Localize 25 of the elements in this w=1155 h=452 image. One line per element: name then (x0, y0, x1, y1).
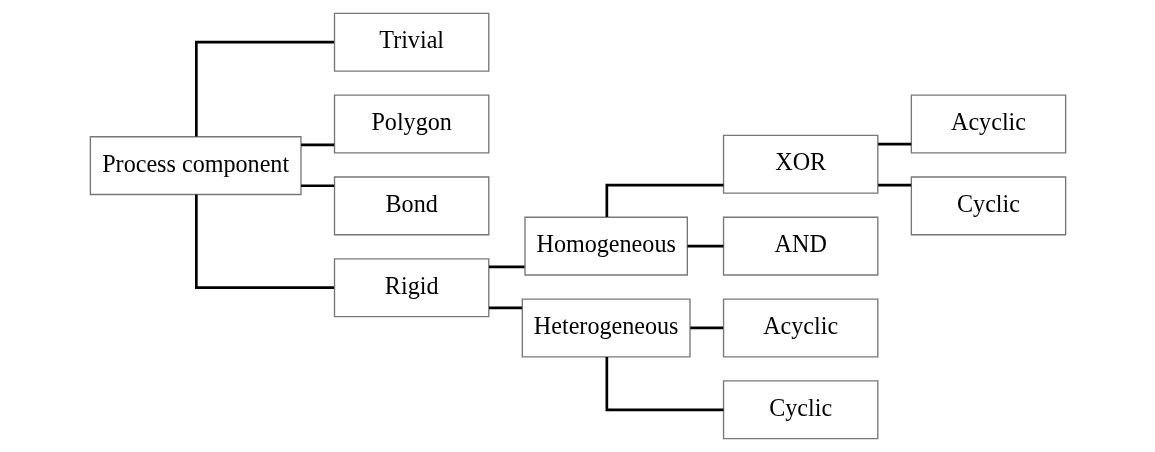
node-box: XOR (722, 134, 878, 194)
connector (605, 357, 723, 412)
node-box: Homogeneous (523, 216, 688, 276)
connector (488, 265, 525, 269)
node-box: Trivial (333, 12, 489, 72)
node-box: Cyclic (910, 176, 1066, 236)
connector (877, 142, 911, 146)
connector (877, 183, 911, 187)
connector (194, 40, 334, 137)
node-box: Heterogeneous (521, 298, 691, 358)
node-box: Cyclic (722, 380, 878, 440)
node-box: Polygon (333, 94, 489, 154)
node-box: Acyclic (910, 94, 1066, 154)
connector (689, 326, 723, 330)
node-box: Process component (89, 136, 302, 196)
connector (605, 183, 723, 218)
node-box: Bond (333, 176, 489, 236)
connector (300, 143, 334, 147)
connector (488, 306, 522, 310)
connector (194, 194, 334, 290)
node-box: AND (722, 216, 878, 276)
connector (687, 244, 723, 248)
node-box: Acyclic (722, 298, 878, 358)
connector (300, 184, 334, 188)
node-box: Rigid (333, 258, 489, 318)
